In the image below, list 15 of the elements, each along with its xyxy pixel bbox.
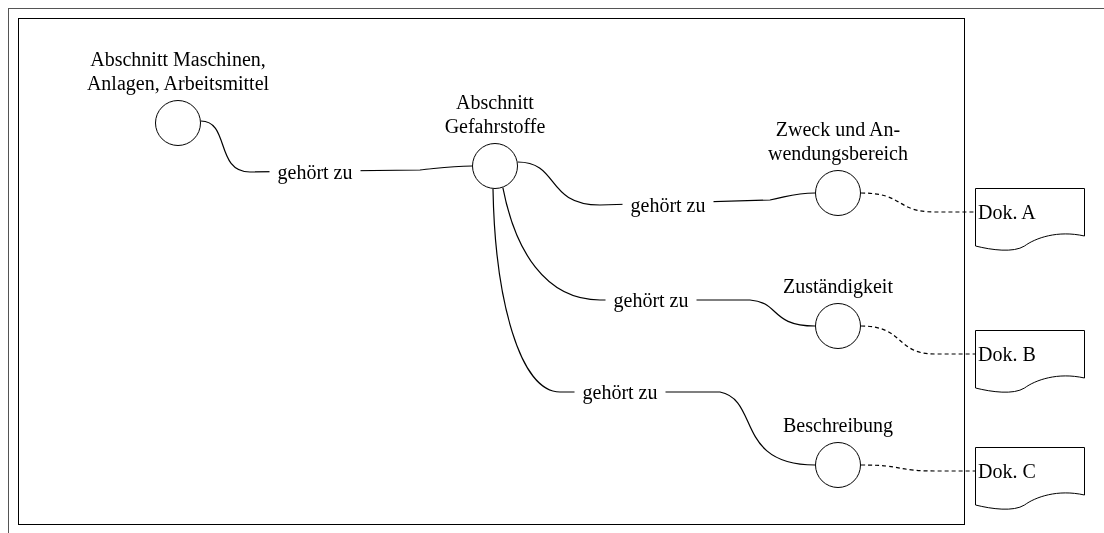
document bbox=[975, 447, 1085, 511]
document bbox=[975, 188, 1085, 252]
concept-label: Abschnitt Gefahrstoffe bbox=[443, 90, 547, 138]
document bbox=[975, 330, 1085, 394]
document-label: Dok. A bbox=[978, 200, 1036, 224]
dashed-connector bbox=[860, 464, 976, 472]
concept-label: Abschnitt Maschinen, Anlagen, Arbeitsmittel bbox=[85, 47, 271, 95]
dashed-connector bbox=[860, 192, 976, 213]
frame-box bbox=[18, 18, 965, 525]
concept-label: Zweck und An- wendungsbereich bbox=[767, 117, 909, 165]
document-label: Dok. C bbox=[978, 459, 1036, 483]
dashed-connector bbox=[860, 325, 976, 355]
concept-label: Beschreibung bbox=[782, 413, 894, 437]
document-label: Dok. B bbox=[978, 342, 1036, 366]
concept-label: Zuständigkeit bbox=[782, 274, 894, 298]
